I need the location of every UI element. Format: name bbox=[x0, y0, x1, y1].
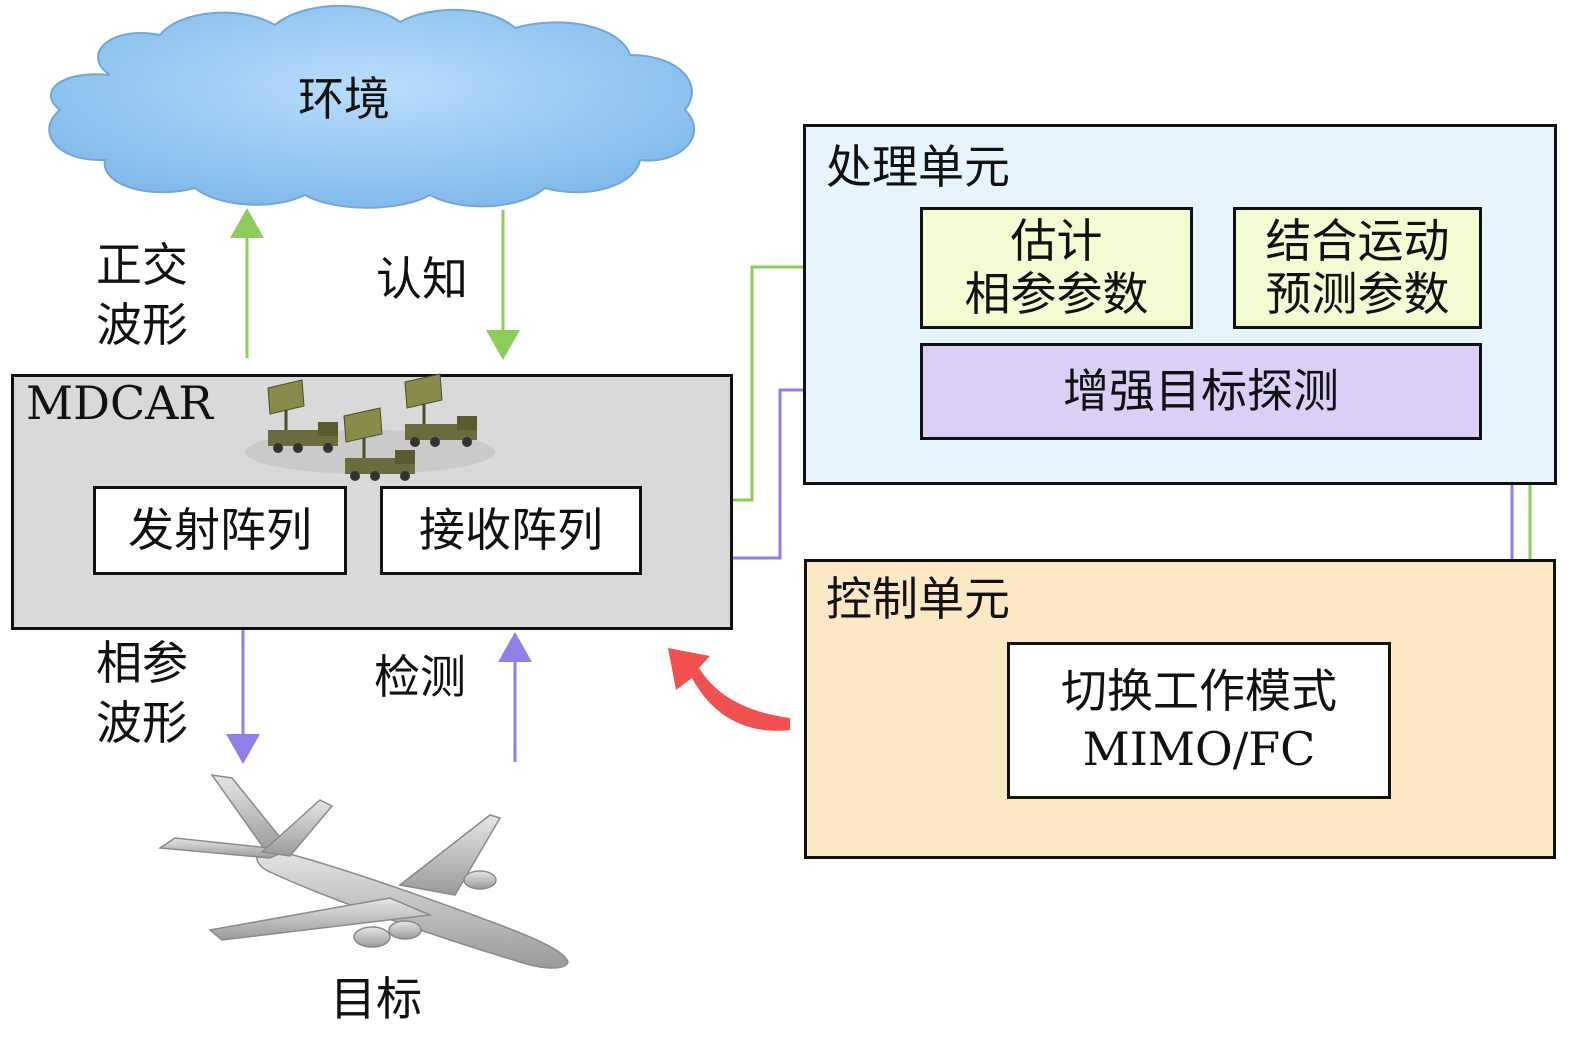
target-label: 目标 bbox=[330, 972, 422, 1026]
detection-label: 检测 bbox=[374, 650, 466, 704]
estimate-params-label: 估计 相参参数 bbox=[964, 214, 1149, 321]
predict-params-label: 结合运动 预测参数 bbox=[1265, 214, 1450, 321]
orthogonal-waveform-arrowhead bbox=[230, 208, 264, 238]
radar-title: MDCAR bbox=[26, 376, 214, 430]
switch-mode-box: 切换工作模式 MIMO/FC bbox=[1007, 642, 1391, 799]
environment-label: 环境 bbox=[298, 72, 390, 126]
airplane-icon bbox=[157, 773, 569, 969]
receive-array-label: 接收阵列 bbox=[419, 502, 603, 557]
estimate-params-box: 估计 相参参数 bbox=[920, 207, 1193, 329]
detection-arrowhead bbox=[498, 632, 532, 662]
cognition-arrowhead bbox=[486, 330, 520, 360]
coherent-waveform-arrowhead bbox=[226, 734, 260, 764]
processing-unit-title: 处理单元 bbox=[826, 140, 1010, 194]
cloud-icon bbox=[48, 4, 696, 209]
cognition-label: 认知 bbox=[376, 252, 468, 306]
enhance-detection-label: 增强目标探测 bbox=[1063, 363, 1339, 418]
feedback-curved-arrow bbox=[668, 648, 790, 731]
predict-params-box: 结合运动 预测参数 bbox=[1233, 207, 1482, 329]
radar-vehicle-icon bbox=[245, 373, 495, 481]
orthogonal-waveform-label: 正交 波形 bbox=[96, 238, 188, 352]
switch-mode-label: 切换工作模式 MIMO/FC bbox=[1061, 664, 1337, 776]
transmit-array-label: 发射阵列 bbox=[128, 502, 312, 557]
receive-array-box: 接收阵列 bbox=[380, 486, 642, 575]
enhance-detection-box: 增强目标探测 bbox=[920, 343, 1482, 440]
transmit-array-box: 发射阵列 bbox=[93, 486, 347, 575]
coherent-waveform-label: 相参 波形 bbox=[96, 636, 188, 750]
control-unit-title: 控制单元 bbox=[826, 572, 1010, 626]
